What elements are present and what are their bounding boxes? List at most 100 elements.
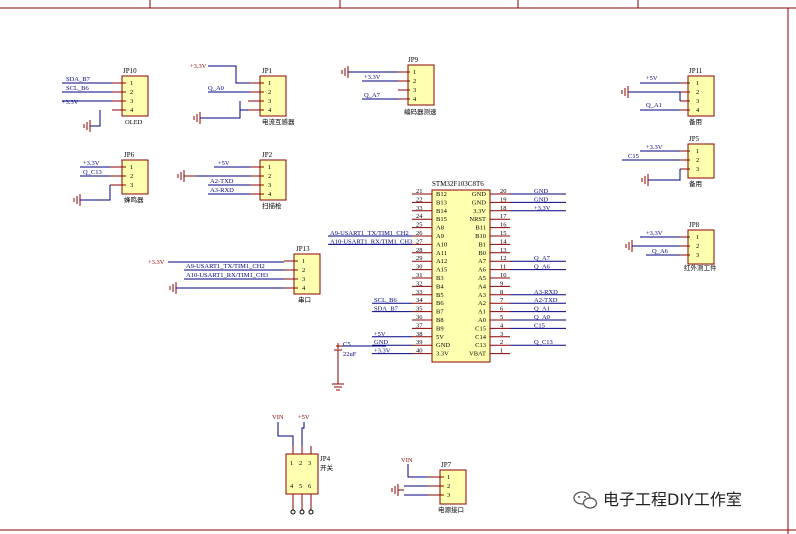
ground-icon xyxy=(73,194,81,206)
mcu-left-net-label: GND xyxy=(374,339,388,346)
jp10-pin2: 2 xyxy=(130,89,133,96)
net-q-a6-jp8: Q_A6 xyxy=(652,248,669,255)
mcu-right-pin-number: 20 xyxy=(500,188,507,195)
jp5-pin2: 2 xyxy=(696,157,699,164)
mcu-left-pin-name: B9 xyxy=(436,325,444,332)
mcu-right-pin-number: 5 xyxy=(500,314,503,321)
jp8-pin3: 3 xyxy=(696,252,699,259)
jp7-pin2: 2 xyxy=(447,483,450,490)
mcu-right-pin-name: B10 xyxy=(475,233,486,240)
net-q-a1-jp11: Q_A1 xyxy=(646,102,662,109)
jp11-pin3: 3 xyxy=(696,98,699,105)
mcu-left-pin-number: 22 xyxy=(416,196,423,203)
watermark: 电子工程DIY工作室 xyxy=(573,490,742,509)
mcu-right-net-label: Q_C13 xyxy=(534,339,553,346)
mcu-left-pin-name: B12 xyxy=(436,191,447,198)
jp10-pin1: 1 xyxy=(130,80,133,87)
jp13-pin1: 1 xyxy=(302,258,305,265)
jp10-ref: JP10 xyxy=(123,67,137,75)
mcu-left-net-label: SCL_B6 xyxy=(374,297,398,304)
ground-icon xyxy=(332,383,344,391)
wechat-icon xyxy=(573,491,598,509)
mcu-left-pin-name: 3.3V xyxy=(436,351,449,358)
jp9-pin3: 3 xyxy=(413,87,416,94)
jp6-pin2: 2 xyxy=(130,173,133,180)
net-usart-tx-jp13: A9-USART1_TX/TIM1_CH2 xyxy=(186,263,265,270)
mcu-left-pin-name: B8 xyxy=(436,317,444,324)
ground-icon xyxy=(391,484,404,496)
jp11-name: 备用 xyxy=(689,117,702,126)
mcu-left-pin-name: A12 xyxy=(436,258,447,265)
mcu-right-pin-name: A1 xyxy=(478,309,486,316)
jp8-name: 红外测工件 xyxy=(684,263,717,272)
mcu-right-pin-name: C13 xyxy=(475,342,486,349)
mcu-right-pin-number: 4 xyxy=(500,322,504,329)
mcu-left-pin-number: 25 xyxy=(416,222,423,229)
mcu-left-pin-number: 30 xyxy=(416,264,423,271)
mcu-left-pin-number: 39 xyxy=(416,339,423,346)
mcu-right-net-label: GND xyxy=(534,188,548,195)
c5-ref: C5 xyxy=(343,341,351,348)
mcu-right-net-label: A3-RXD xyxy=(534,289,558,296)
mcu-left-pin-name: A15 xyxy=(436,267,447,274)
mcu-right-net-label: C15 xyxy=(534,322,545,329)
connector-jp8: JP8 红外测工件 1 2 3 +3.3V Q_A6 xyxy=(625,221,717,272)
net-3v3: +3.3V xyxy=(62,99,79,106)
net-vin-jp4: VIN xyxy=(272,414,284,421)
mcu-left-pin-number: 38 xyxy=(416,331,423,338)
jp4-pin5: 5 xyxy=(299,483,302,490)
jp7-name: 电源接口 xyxy=(438,505,464,514)
jp13-pin2: 2 xyxy=(302,267,305,274)
jp13-name: 串口 xyxy=(298,296,311,304)
jp7-pin3: 3 xyxy=(447,492,450,499)
mcu-left-pin-name: A11 xyxy=(436,250,447,257)
jp9-pin1: 1 xyxy=(413,69,416,76)
jp11-ref: JP11 xyxy=(689,67,703,75)
connector-jp11: JP11 备用 1 2 3 4 +5V Q_A1 xyxy=(621,67,715,126)
jp5-pin1: 1 xyxy=(696,148,699,155)
net-a2-txd-jp2: A2-TXD xyxy=(210,178,234,185)
jp1-pin4: 4 xyxy=(268,107,272,114)
mcu-left-pin-name: A10 xyxy=(436,241,447,248)
mcu-right-pin-name: B0 xyxy=(478,250,486,257)
net-3v3-jp6: +3.3V xyxy=(83,160,100,167)
mcu-right-net-label: +3.3V xyxy=(534,205,551,212)
net-5v-jp2: +5V xyxy=(218,160,230,167)
mcu-right-pin-name: VBAT xyxy=(469,351,486,358)
jp13-pin3: 3 xyxy=(302,276,305,283)
jp11-pin1: 1 xyxy=(696,80,699,87)
mcu-right-net-label: Q_A0 xyxy=(534,314,550,321)
net-3v3-jp13: +3.3V xyxy=(148,259,165,266)
mcu-right-net-label: Q_A1 xyxy=(534,306,550,313)
mcu-right-pin-number: 1 xyxy=(500,348,503,355)
capacitor-c5: C5 22uF xyxy=(332,341,386,391)
mcu-right-pin-number: 6 xyxy=(500,306,504,313)
net-q-c13-jp6: Q_C13 xyxy=(83,169,102,176)
mcu-left-pin-number: 33 xyxy=(416,205,423,212)
jp9-pin2: 2 xyxy=(413,78,416,85)
ground-icon xyxy=(83,120,91,132)
mcu-right-net-label: GND xyxy=(534,196,548,203)
mcu-left-pin-name: GND xyxy=(436,342,450,349)
mcu-left-pin-number: 34 xyxy=(416,297,423,304)
jp10-pin3: 3 xyxy=(130,98,133,105)
mcu-right-pin-name: GND xyxy=(472,199,486,206)
connector-jp9: JP9 编码器测速 1 2 3 4 +3.3V Q_A7 xyxy=(341,56,437,116)
mcu-left-pin-name: B3 xyxy=(436,275,444,282)
mcu-right-pin-name: B1 xyxy=(478,241,486,248)
mcu-right-net-label: A2-TXD xyxy=(534,297,558,304)
jp8-pin2: 2 xyxy=(696,243,699,250)
mcu-left-pin-number: 40 xyxy=(416,348,423,355)
net-c15-jp5: C15 xyxy=(628,153,639,160)
c5-value: 22uF xyxy=(343,351,357,358)
jp9-name: 编码器测速 xyxy=(404,107,437,116)
jp4-pin3: 3 xyxy=(308,460,311,467)
jp5-ref: JP5 xyxy=(689,135,700,143)
net-3v3-jp5: +3.3V xyxy=(646,144,663,151)
mcu-right-pin-name: A5 xyxy=(478,275,486,282)
net-scl-b6: SCL_B6 xyxy=(66,85,90,92)
mcu-left-net-label: +5V xyxy=(374,331,386,338)
